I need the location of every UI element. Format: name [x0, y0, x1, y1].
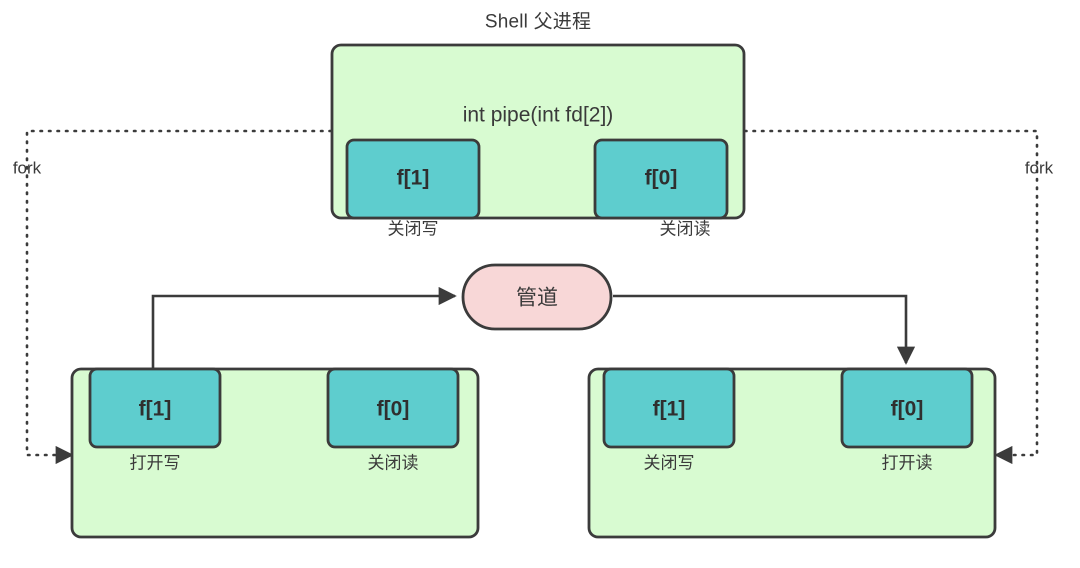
parent-fd-write-caption: 关闭写	[387, 219, 439, 239]
parent-fd-read-box	[593, 138, 729, 220]
child-left-fd-read-label: f[0]	[376, 397, 410, 421]
child-left-fd-read-caption: 关闭读	[367, 453, 419, 473]
diagram-title: Shell 父进程	[484, 11, 592, 33]
child-right-fd-write-box	[602, 367, 736, 449]
pipe-to-read-connector	[613, 294, 916, 365]
pipe-shape[interactable]	[461, 263, 613, 331]
child-left-fd-read-box	[326, 367, 460, 449]
child-left-fd-write-box	[88, 367, 222, 449]
fork-label-right: fork	[1024, 158, 1054, 178]
parent-fd-read-caption: 关闭读	[659, 219, 711, 239]
fork-label-left: fork	[12, 158, 42, 178]
write-to-pipe-connector	[151, 286, 457, 370]
parent-fd-write-box	[345, 138, 481, 220]
fork-line-right	[743, 129, 1039, 465]
pipe-api-label: int pipe(int fd[2])	[462, 103, 614, 127]
parent-fd-read-label: f[0]	[644, 166, 678, 190]
child-right-fd-read-box	[840, 367, 974, 449]
child-right-fd-write-caption: 关闭写	[643, 453, 695, 473]
pipe-label: 管道	[516, 286, 558, 310]
child-right-fd-write-label: f[1]	[652, 397, 686, 421]
parent-fd-write-label: f[1]	[396, 166, 430, 190]
fork-line-left	[25, 129, 333, 465]
child-right-fd-read-caption: 打开读	[881, 453, 933, 473]
child-right-fd-read-label: f[0]	[890, 397, 924, 421]
child-left-fd-write-caption: 打开写	[129, 453, 181, 473]
child-left-fd-write-label: f[1]	[138, 397, 172, 421]
